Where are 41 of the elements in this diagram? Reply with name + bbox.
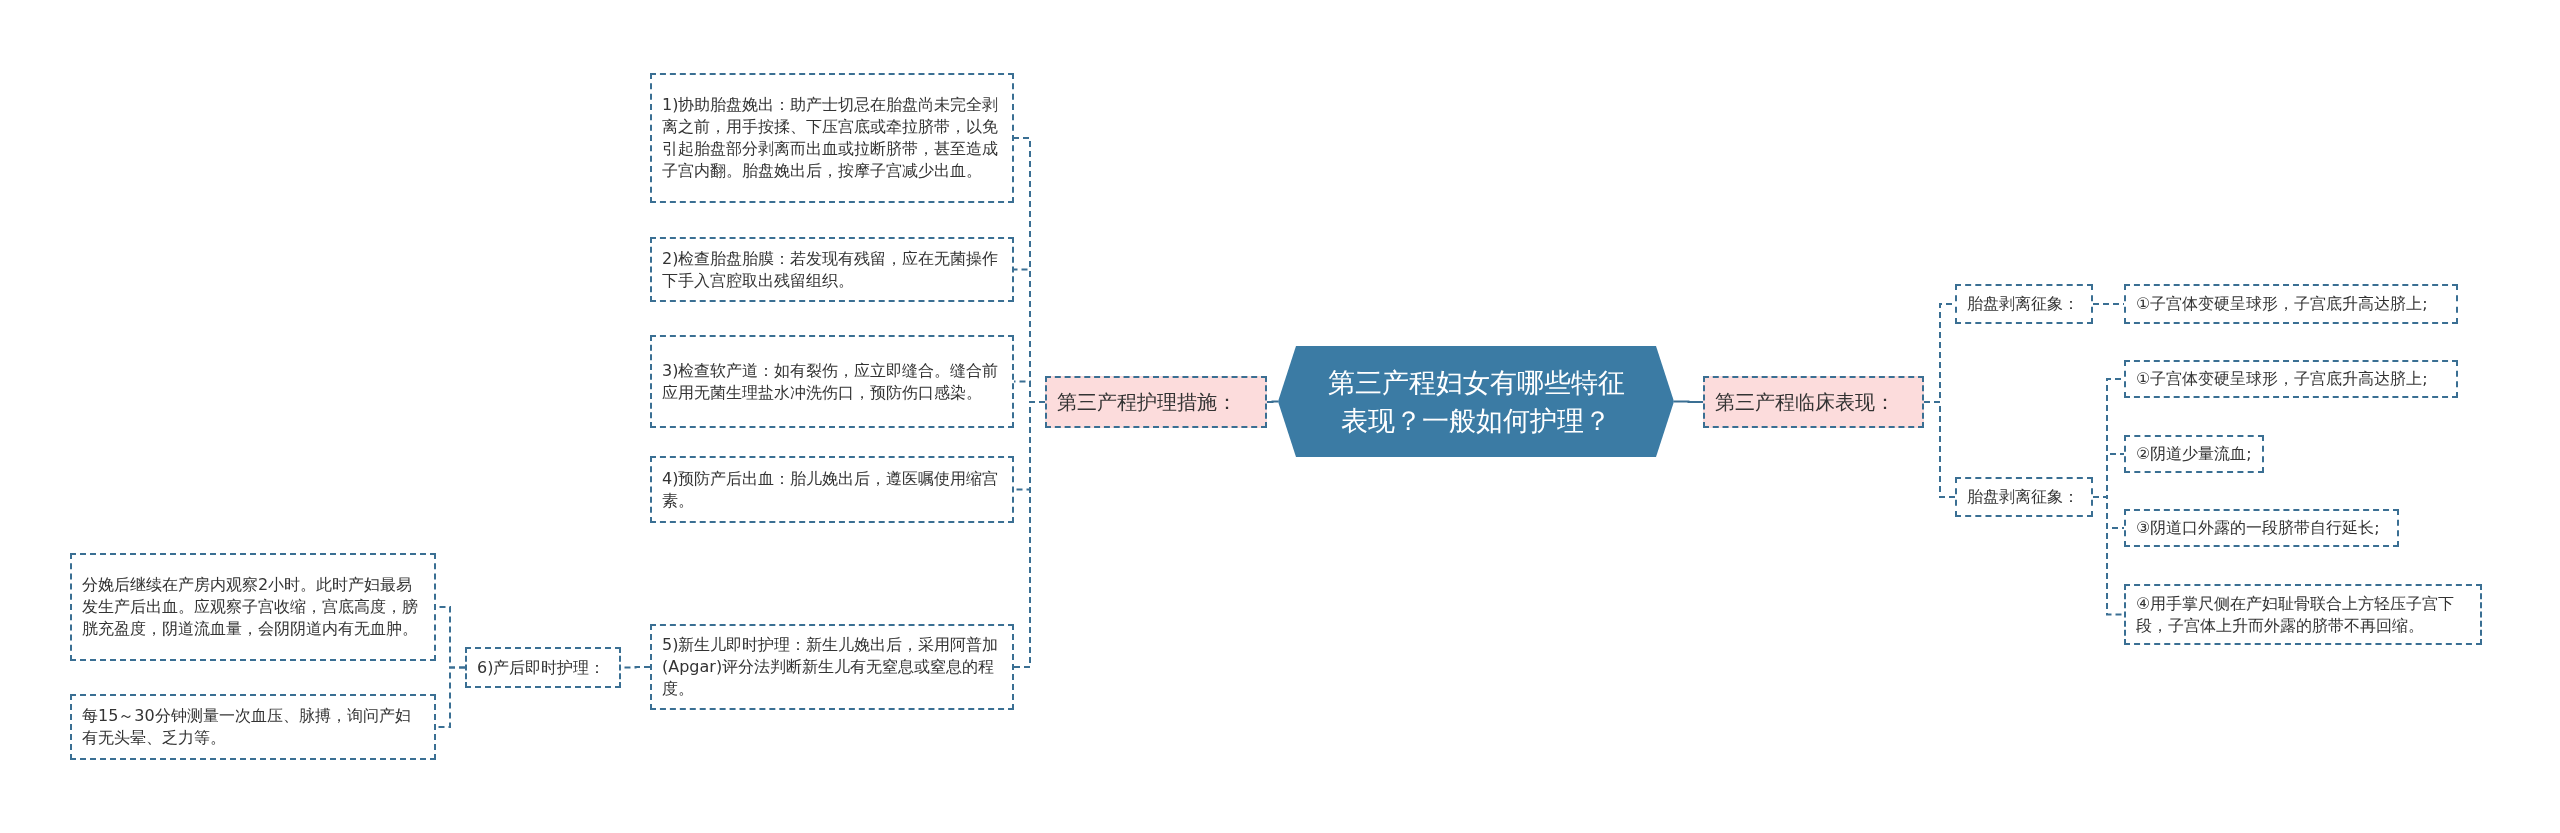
topic-text: 2)检查胎盘胎膜：若发现有残留，应在无菌操作下手入宫腔取出残留组织。 [662, 247, 1000, 292]
topic-text: ④用手掌尺侧在产妇耻骨联合上方轻压子宫下段，子宫体上升而外露的脐带不再回缩。 [2136, 592, 2456, 637]
topic-text: 每15～30分钟测量一次血压、脉搏，询问产妇有无头晕、乏力等。 [82, 705, 412, 749]
subtopic-box [2124, 509, 2399, 547]
connector-line [1013, 401, 1046, 668]
subtopic-box [70, 694, 436, 760]
subtopic-box [2124, 435, 2264, 473]
topic-text: ③阴道口外露的一段脐带自行延长; [2136, 517, 2380, 539]
subtopic-box [1955, 477, 2093, 517]
topic-text: 6)产后即时护理： [477, 656, 606, 679]
topic-text: 分娩后继续在产房内观察2小时。此时产妇最易发生产后出血。应观察子宫收缩，宫底高度，膀胱充盈度，阴道流血量，会阴阴道内有无血肿。 [82, 574, 419, 640]
subtopic-box [465, 647, 621, 688]
branch-topic-box [1703, 376, 1924, 428]
subtopic-box [1955, 284, 2093, 324]
connector-line [1266, 400, 1279, 403]
topic-text: 胎盘剥离征象： [1967, 486, 2079, 508]
topic-text: ①子宫体变硬呈球形，子宫底升高达脐上; [2136, 368, 2428, 390]
topic-text: 1)协助胎盘娩出：助产士切忌在胎盘尚未完全剥离之前，用手按揉、下压宫底或牵拉脐带，以免引起胎盘部分剥离而出血或拉断脐带，甚至造成子宫内翻。胎盘娩出后，按摩子宫减少出血。 [662, 94, 1000, 182]
topic-text: 胎盘剥离征象： [1967, 293, 2079, 315]
subtopic-box [2124, 584, 2482, 645]
subtopic-box [650, 73, 1014, 203]
subtopic-box [650, 456, 1014, 523]
subtopic-box [650, 237, 1014, 302]
subtopic-box [2124, 360, 2458, 398]
connector-line [2092, 496, 2125, 616]
branch-topic-box [1045, 376, 1267, 428]
subtopic-box [2124, 284, 2458, 324]
connector-line [1673, 400, 1704, 403]
topic-text: ②阴道少量流血; [2136, 443, 2252, 465]
connector-line [1923, 401, 1956, 498]
topic-text: 第三产程护理措施： [1057, 389, 1237, 415]
topic-text: 5)新生儿即时护理：新生儿娩出后，采用阿普加(Apgar)评分法判断新生儿有无窒息或窒息的程度。 [662, 634, 1000, 700]
topic-text: 第三产程妇女有哪些特征表现？一般如何护理？ [1326, 365, 1626, 438]
subtopic-box [650, 335, 1014, 428]
topic-text: 第三产程临床表现： [1715, 389, 1895, 415]
topic-text: 4)预防产后出血：胎儿娩出后，遵医嘱使用缩宫素。 [662, 467, 1000, 512]
subtopic-box [70, 553, 436, 661]
topic-text: ①子宫体变硬呈球形，子宫底升高达脐上; [2136, 293, 2428, 315]
subtopic-box [650, 624, 1014, 710]
topic-text: 3)检查软产道：如有裂伤，应立即缝合。缝合前应用无菌生理盐水冲洗伤口，预防伤口感染。 [662, 359, 1000, 404]
central-topic-hexagon [1278, 346, 1674, 457]
